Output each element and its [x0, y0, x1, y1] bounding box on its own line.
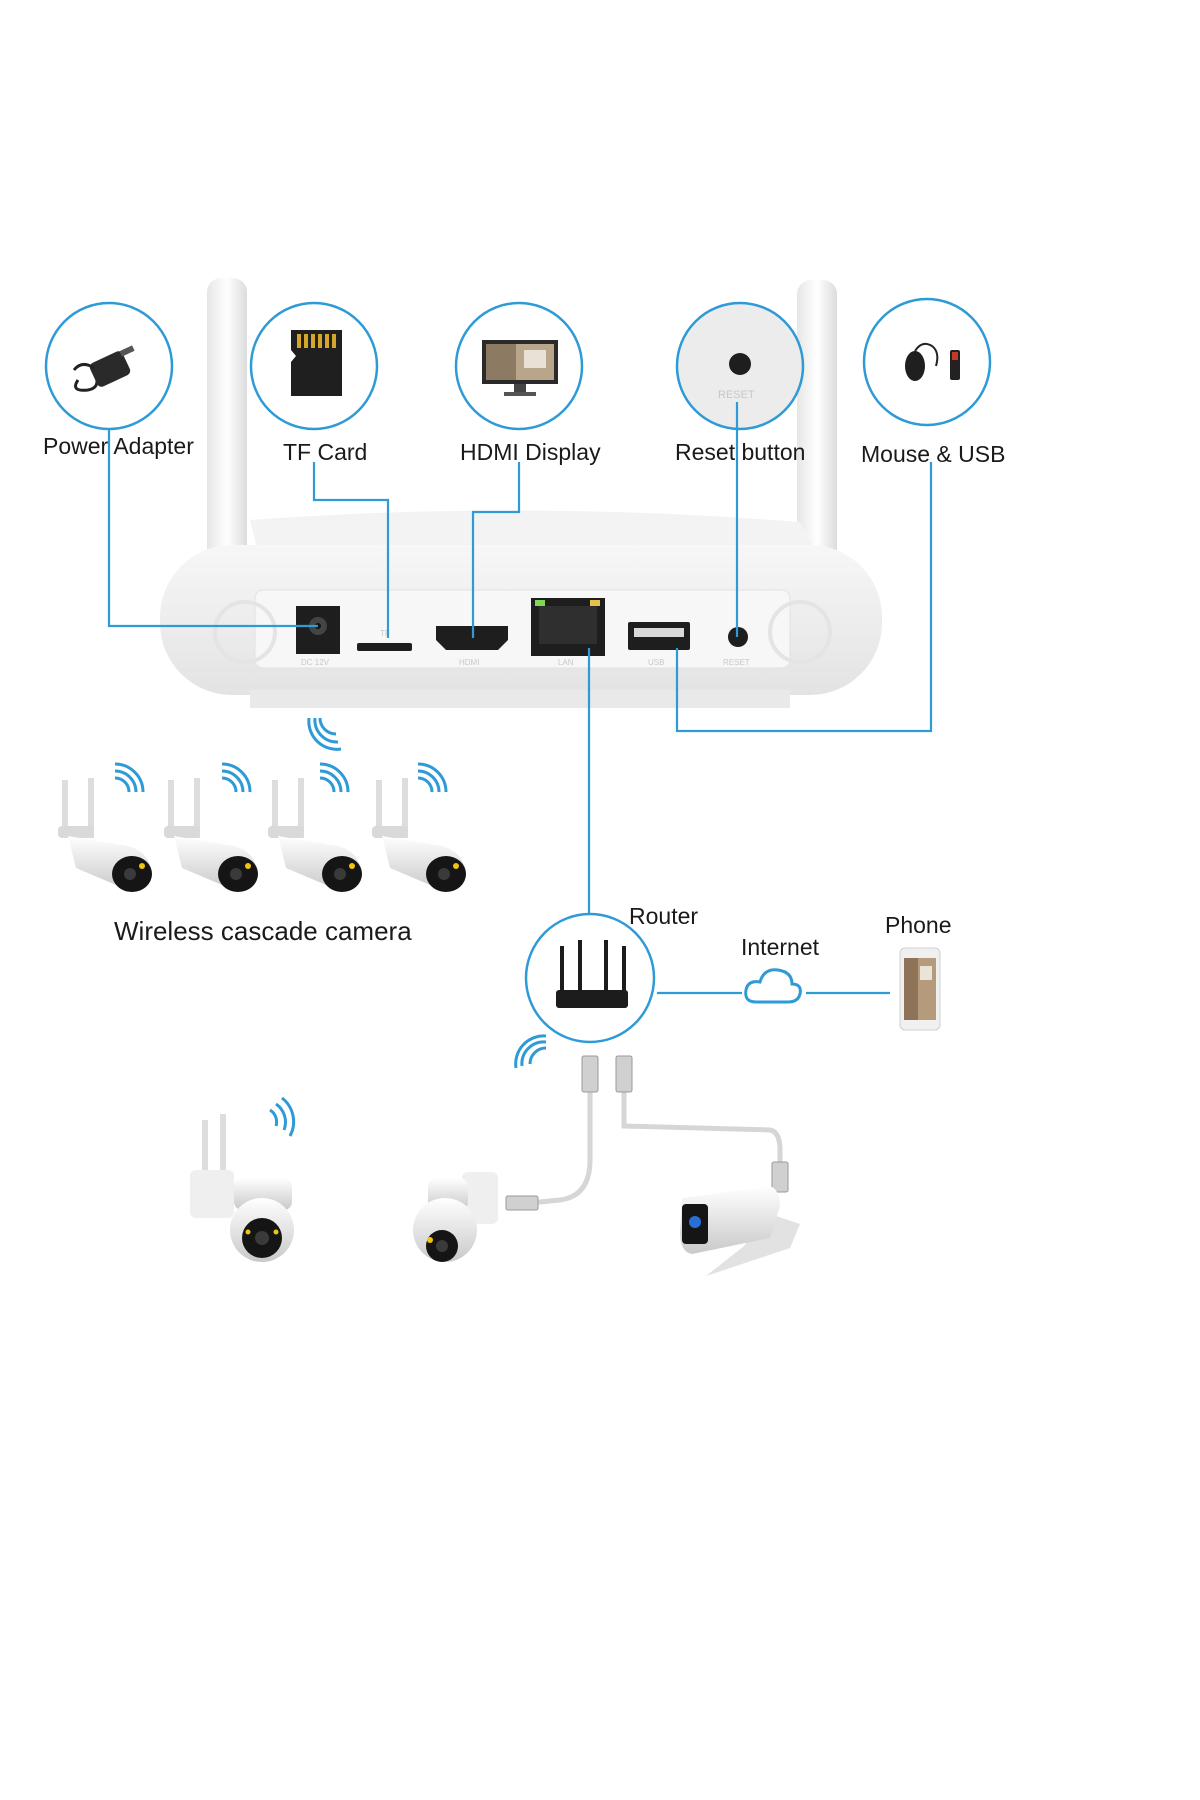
label-wireless-cascade-camera: Wireless cascade camera — [114, 916, 412, 946]
callout-hdmi-display — [454, 301, 584, 431]
wifi-signal-icon — [114, 762, 448, 793]
router-callout — [524, 912, 656, 1044]
connection-diagram: DC 12V TF HDMI LAN USB RESET — [43, 278, 1006, 1276]
line-hdmi — [471, 462, 521, 638]
ptz-camera-wireless — [190, 1114, 294, 1262]
label-mouse-usb: Mouse & USB — [861, 441, 1006, 467]
cloud-icon — [744, 968, 802, 1004]
diagram-canvas: DC 12V TF HDMI LAN USB RESET — [44, 278, 992, 1276]
label-reset-button: Reset button — [675, 439, 806, 465]
nvr-recorder — [160, 510, 882, 708]
callout-tf-card — [249, 301, 379, 431]
ptz-camera-wired — [413, 1172, 498, 1262]
callout-power-adapter — [44, 301, 174, 431]
label-power-adapter: Power Adapter — [43, 433, 194, 459]
monitor-icon — [482, 340, 558, 396]
callout-mouse-usb — [862, 297, 992, 427]
port-label-lan: LAN — [558, 658, 574, 667]
callout-reset-button: RESET — [675, 301, 805, 431]
reset-zoom-label: RESET — [718, 389, 755, 401]
port-label-dc: DC 12V — [301, 658, 330, 667]
rj45-connector-icon — [505, 1055, 789, 1211]
port-label-reset: RESET — [723, 658, 750, 667]
port-label-hdmi: HDMI — [459, 658, 479, 667]
wifi-signal-icon — [307, 717, 342, 751]
label-router: Router — [629, 903, 699, 929]
power-adapter-icon — [72, 345, 135, 392]
usb-stick-icon — [950, 350, 960, 380]
line-power-adapter — [107, 430, 318, 628]
router-icon — [556, 940, 628, 1008]
wifi-signal-icon — [269, 1034, 547, 1137]
port-label-usb: USB — [648, 658, 664, 667]
label-phone: Phone — [885, 912, 952, 938]
line-mouse-usb — [675, 462, 933, 733]
tf-card-icon — [291, 330, 342, 396]
port-label-tf: TF — [380, 629, 390, 638]
wireless-camera-2 — [164, 778, 258, 892]
label-internet: Internet — [741, 934, 819, 960]
wireless-camera-1 — [58, 778, 152, 892]
phone-icon — [899, 947, 941, 1031]
label-hdmi-display: HDMI Display — [460, 439, 601, 465]
wireless-camera-4 — [372, 778, 466, 892]
wireless-camera-3 — [268, 778, 362, 892]
connector-lines — [107, 402, 933, 995]
bullet-camera-wired — [680, 1186, 800, 1276]
mouse-icon — [905, 342, 939, 381]
ethernet-cables — [519, 1090, 783, 1207]
tf-card-slot — [357, 643, 412, 651]
line-tf-card — [312, 462, 390, 638]
label-tf-card: TF Card — [283, 439, 368, 465]
